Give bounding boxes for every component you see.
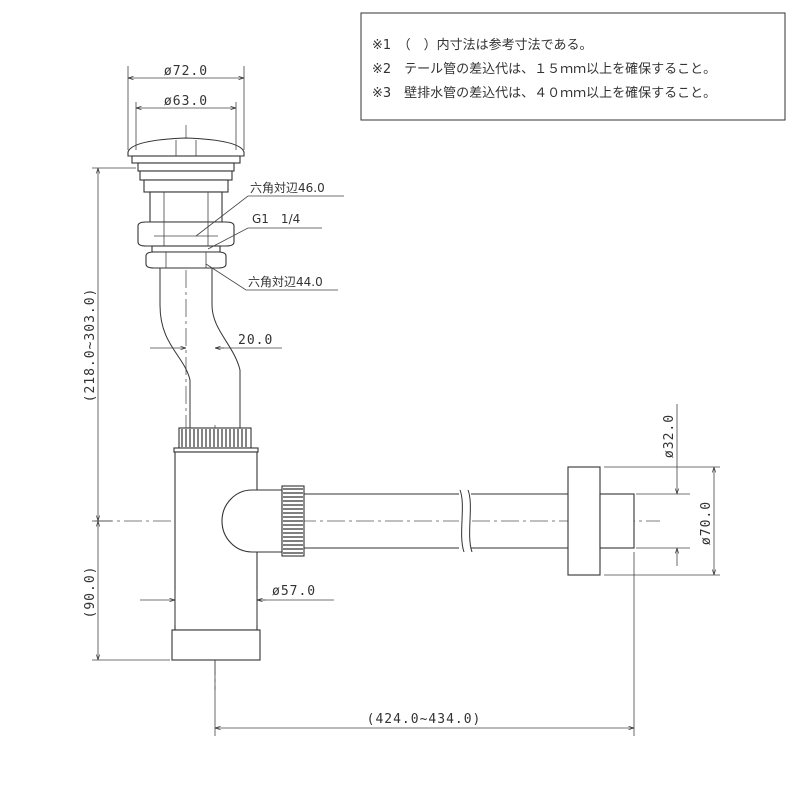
dim-height-total: (218.0~303.0): [83, 167, 136, 522]
dim-flange: ø70.0: [604, 466, 720, 576]
offset-tail-pipe: [159, 268, 241, 430]
dim-length-label: (424.0~434.0): [367, 712, 482, 727]
notes-box: ※1 （ ）内寸法は参考寸法である。 ※2 テール管の差込代は、１５ｍｍ以上を確…: [360, 12, 786, 121]
leader-hex-lower-label: 六角対辺44.0: [248, 275, 323, 289]
dim-offset: 20.0: [150, 333, 282, 348]
dim-cap-inner-label: ø63.0: [164, 94, 208, 109]
leader-thread-label: G1 1/4: [252, 212, 300, 226]
note-3: ※3 壁排水管の差込代は、４０ｍｍ以上を確保すること。: [372, 85, 716, 101]
drain-cap: [127, 137, 245, 223]
dim-pipe: ø32.0: [636, 404, 690, 566]
dim-height-lower-label: (90.0): [83, 566, 98, 619]
horizontal-pipe: [304, 489, 568, 553]
dim-offset-label: 20.0: [238, 333, 273, 348]
upper-hex-nut: [137, 221, 235, 247]
leader-hex-lower: 六角対辺44.0: [205, 263, 338, 291]
leader-thread: G1 1/4: [207, 212, 322, 250]
trap-body: [171, 447, 283, 661]
dim-cap-inner: ø63.0: [135, 94, 237, 150]
dim-height-lower: (90.0): [83, 521, 170, 661]
note-1: ※1 （ ）内寸法は参考寸法である。: [372, 37, 593, 53]
wall-flange: [567, 466, 635, 576]
slip-nut-side: [281, 485, 305, 557]
dim-pipe-label: ø32.0: [662, 414, 677, 458]
leader-hex-upper: 六角対辺46.0: [195, 181, 344, 237]
dim-trap-body-label: ø57.0: [272, 584, 316, 599]
dim-trap-body: ø57.0: [140, 584, 334, 625]
thread-section: [151, 245, 221, 253]
lower-hex-nut: [145, 251, 227, 269]
slip-nut-top: [178, 427, 252, 449]
dim-cap-outer: ø72.0: [127, 64, 245, 150]
dim-length: (424.0~434.0): [214, 552, 635, 736]
dim-cap-outer-label: ø72.0: [164, 64, 208, 79]
dim-height-total-label: (218.0~303.0): [83, 288, 98, 403]
dim-flange-label: ø70.0: [699, 501, 714, 545]
note-2: ※2 テール管の差込代は、１５ｍｍ以上を確保すること。: [372, 61, 716, 77]
leader-hex-upper-label: 六角対辺46.0: [250, 181, 325, 195]
